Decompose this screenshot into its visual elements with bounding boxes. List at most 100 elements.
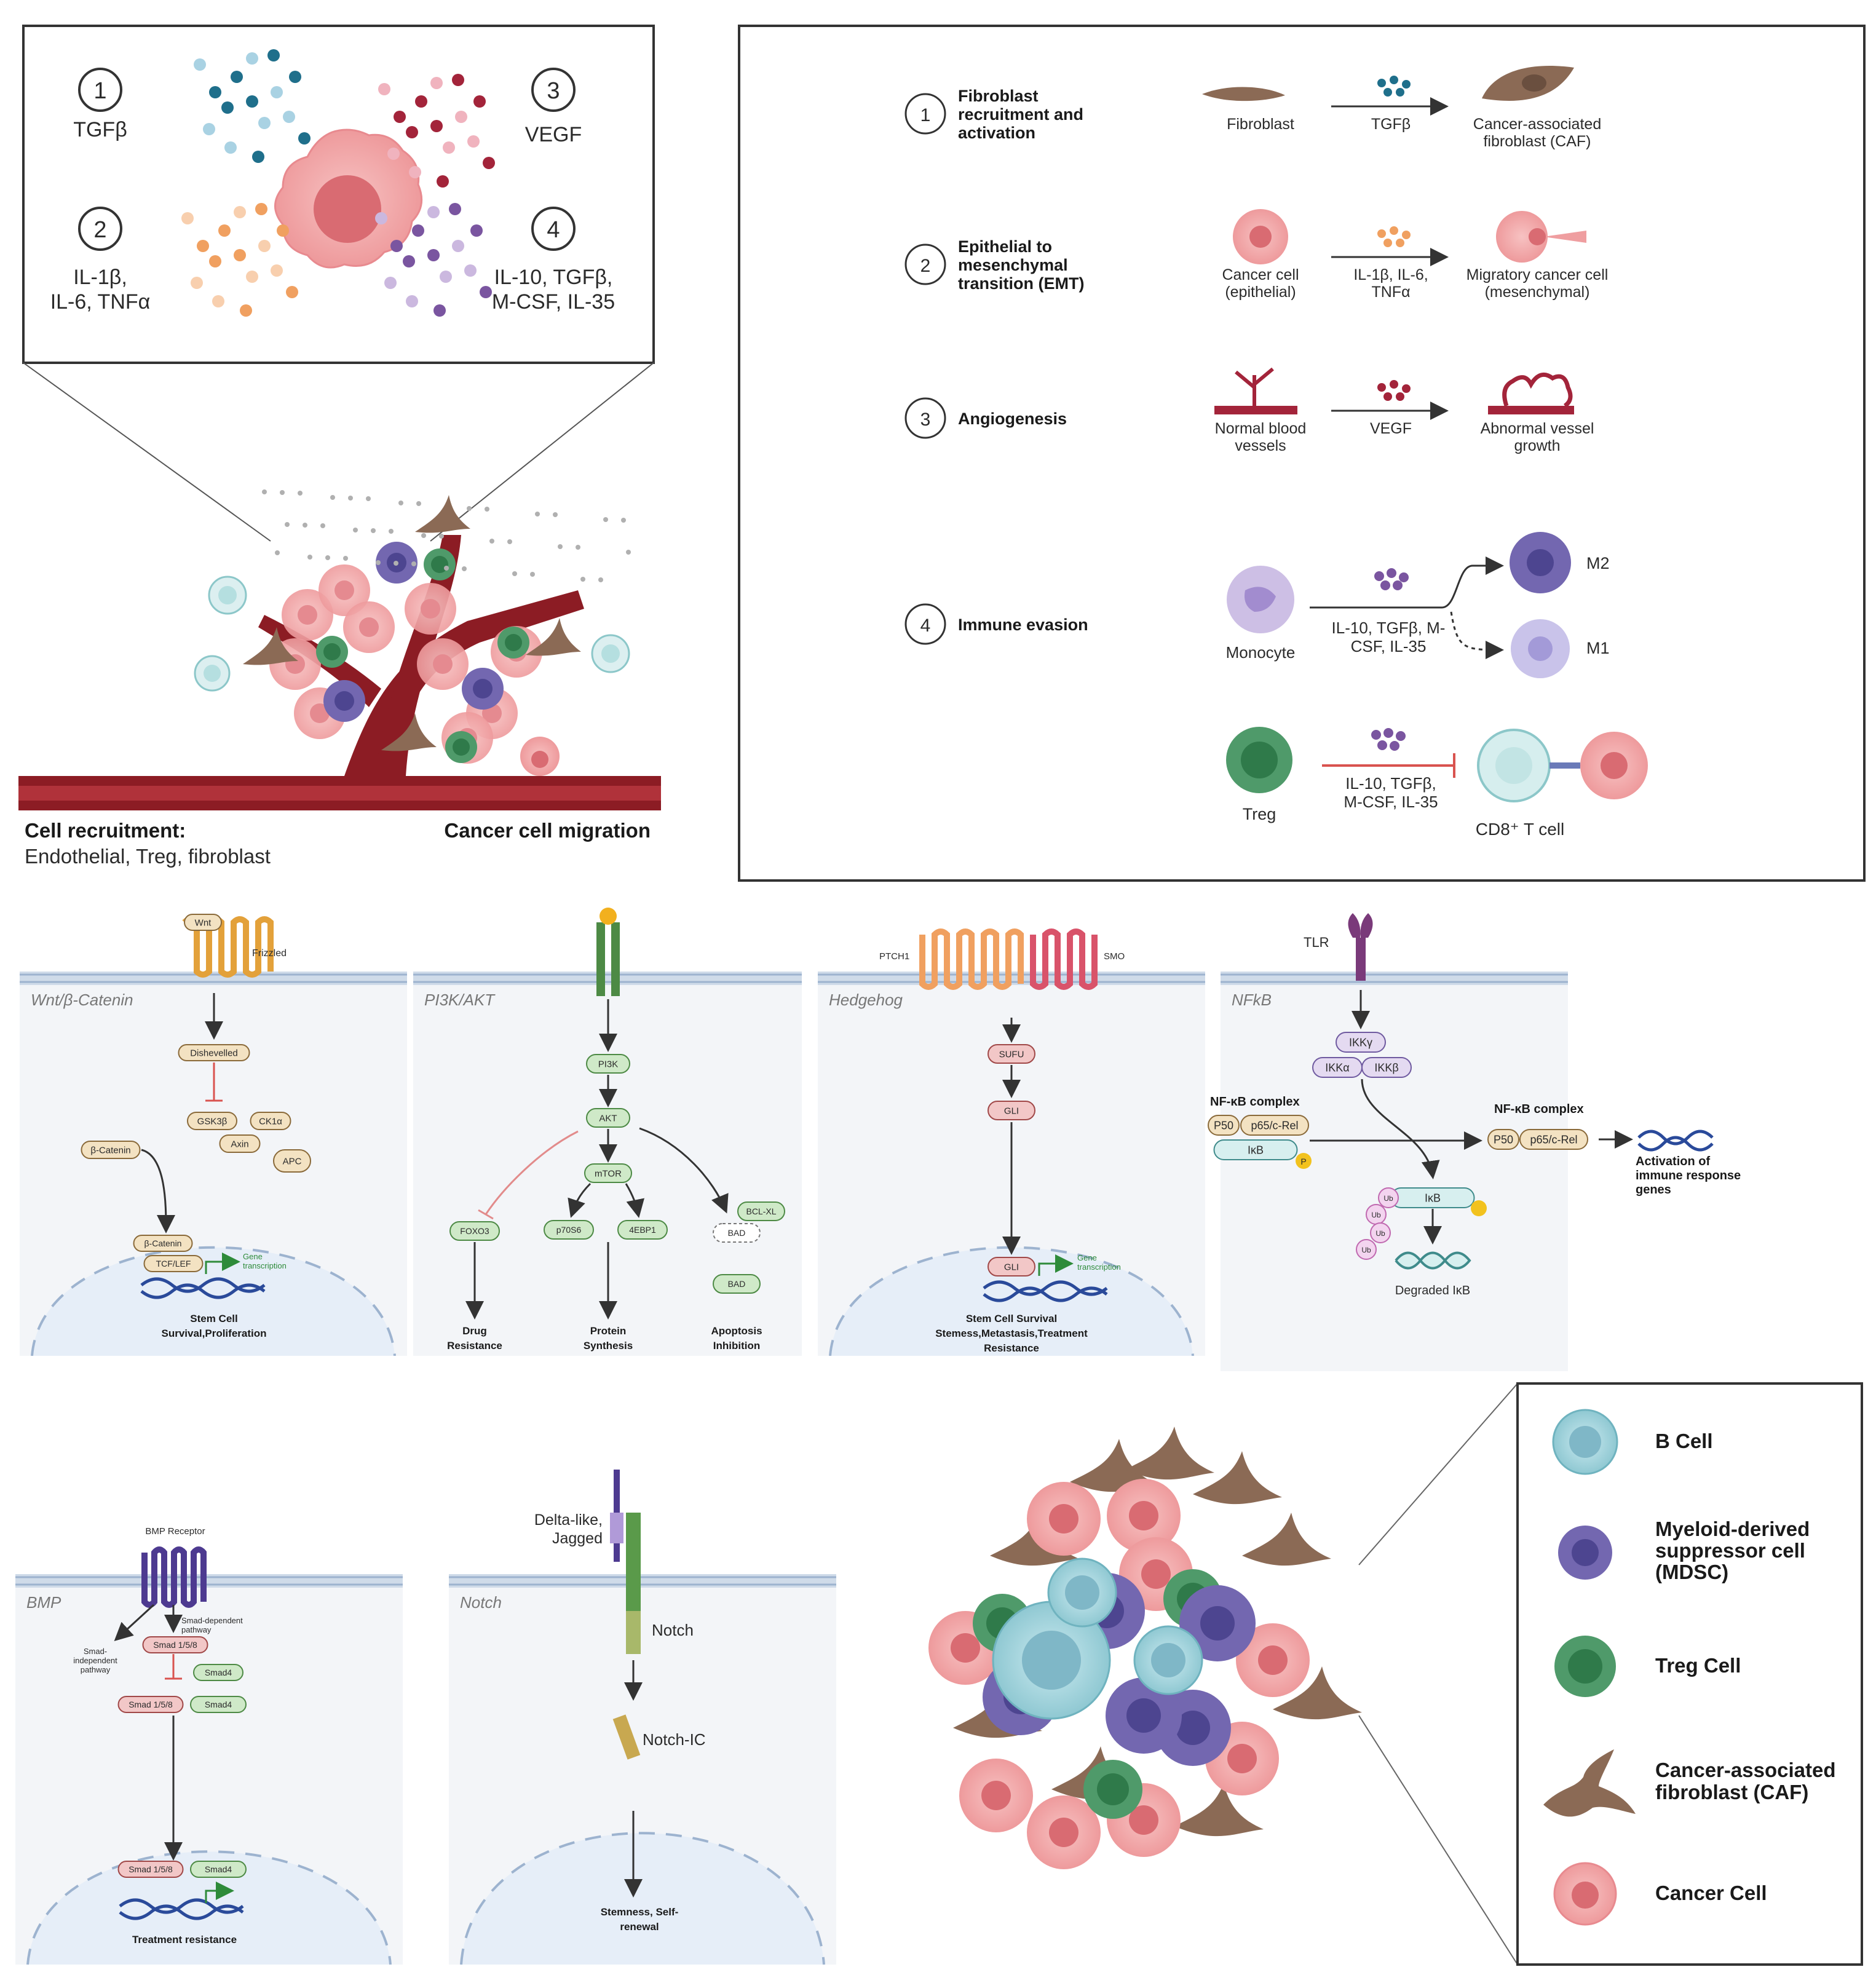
row-mid-label: VEGF (1370, 420, 1412, 437)
cancer-nucleus (334, 580, 354, 600)
dishevelled-label: Dishevelled (190, 1048, 238, 1058)
row-number: 1 (920, 105, 931, 125)
row-right-label: Abnormal vessel (1481, 420, 1594, 437)
m2-label: M2 (1586, 554, 1610, 572)
cytokine-dot (464, 264, 477, 277)
ecm-dot (439, 534, 444, 539)
ubiquitin-icon (1378, 1187, 1399, 1208)
wnt-ligand: Wnt (184, 914, 222, 931)
cytokine-dot (1387, 568, 1396, 578)
row-title: Angiogenesis (958, 410, 1067, 428)
cytokine-dot (1399, 572, 1409, 582)
smad158: Smad 1/5/8 (142, 1636, 208, 1653)
ecm-dot (530, 572, 535, 577)
top-left-panel: 1 TGFβ 2 IL-1β, IL-6, TNFα 3 VEGF 4 IL-1… (18, 25, 661, 868)
foxo3-label: FOXO3 (460, 1226, 489, 1236)
bmp-receptor-label: BMP Receptor (145, 1526, 205, 1537)
row-right-label: Migratory cancer cell (1466, 266, 1609, 283)
row-right-label: (mesenchymal) (1485, 283, 1590, 301)
tcf-lef: TCF/LEF (143, 1255, 204, 1272)
row-left-label: (epithelial) (1225, 283, 1296, 301)
svg-text:1: 1 (93, 78, 106, 104)
outcome: Stemness, Self- (601, 1906, 679, 1918)
gene-label: transcription (1077, 1262, 1121, 1272)
akt-label: AKT (599, 1113, 617, 1123)
4ebp1: 4EBP1 (617, 1220, 668, 1240)
p65: p65/c-Rel (1240, 1115, 1309, 1136)
akt: AKT (586, 1108, 630, 1128)
cytokine-dot (470, 224, 483, 237)
cytokine-dot (191, 277, 203, 289)
notch-stalk (626, 1611, 641, 1654)
ikk-alpha-label: IKKα (1325, 1061, 1349, 1074)
cytokine-dot (181, 212, 194, 224)
gli-label: GLI (1004, 1106, 1019, 1116)
svg-text:IL-10, TGFβ,: IL-10, TGFβ, (494, 266, 613, 289)
cytokine-dot (1377, 383, 1386, 392)
cytokine-dot (406, 295, 418, 307)
cytokine-dot (1383, 392, 1392, 401)
p50: P50 (1208, 1115, 1240, 1136)
wnt-ligand-label: Wnt (195, 917, 212, 928)
svg-text:IL-6, TNFα: IL-6, TNFα (50, 290, 151, 314)
smad4-nuclear: Smad4 (190, 1861, 247, 1878)
dishevelled: Dishevelled (178, 1044, 250, 1061)
cytokine-dot (378, 83, 390, 95)
p65-label: p65/c-Rel (1251, 1119, 1298, 1131)
legend: B Cell Myeloid-derived suppressor cell (… (1516, 1382, 1863, 1966)
cytokine-dot (409, 166, 421, 178)
activation-label: immune response (1636, 1169, 1741, 1182)
degraded-ikb-icon (1395, 1251, 1471, 1270)
ecm-dot (330, 495, 335, 500)
gsk3b-label: GSK3β (197, 1116, 228, 1126)
cytokine-dot (1377, 79, 1386, 87)
caf-cell (1273, 1666, 1362, 1720)
outcome: renewal (620, 1921, 659, 1933)
row-right-label: Cancer-associated (1473, 116, 1601, 133)
ecm-dot (303, 523, 307, 528)
pathways-section: Wnt/β-CateninWntFrizzledDishevelledGSK3β… (15, 908, 1741, 1965)
cytokine-dot (1390, 226, 1398, 235)
ecm-dot (467, 506, 472, 511)
cytokine-dot (473, 95, 486, 108)
tumor-cells (243, 489, 631, 764)
ecm-dot (576, 545, 580, 550)
foxo3: FOXO3 (449, 1221, 500, 1241)
cancer-nucleus (433, 654, 453, 674)
ecm-dot (507, 539, 512, 544)
tcf-lef-label: TCF/LEF (156, 1259, 191, 1269)
ecm-dot (580, 577, 585, 582)
bad: BAD (713, 1274, 761, 1294)
cytokine-dot (277, 224, 289, 237)
gli-nuclear: GLI (987, 1257, 1035, 1276)
ecm-dot (394, 561, 398, 566)
gene-label: Gene (1077, 1253, 1097, 1262)
caf-cell (526, 618, 581, 656)
cytokine-dot (246, 95, 258, 108)
pathway-notch: NotchDelta-like,JaggedNotchNotch-ICStemn… (449, 1470, 836, 1965)
pi3k: PI3K (586, 1054, 630, 1074)
cancer-nucleus (421, 599, 440, 619)
p65-label: p65/c-Rel (1530, 1133, 1577, 1146)
gli-nuclear-label: GLI (1004, 1262, 1019, 1272)
cytokine-dot (267, 49, 280, 61)
cytokine-dot (452, 74, 464, 86)
svg-text:M-CSF, IL-35: M-CSF, IL-35 (1344, 793, 1438, 811)
treg-suppression-row: Treg IL-10, TGFβ, M-CSF, IL-35 CD8⁺ T ce… (1226, 727, 1648, 839)
cytokine-dot (221, 101, 234, 114)
phosphate-icon (1471, 1200, 1487, 1216)
row-right-label: fibroblast (CAF) (1483, 133, 1591, 150)
svg-text:(MDSC): (MDSC) (1655, 1561, 1728, 1583)
outcome: Apoptosis (711, 1325, 762, 1337)
svg-text:2: 2 (93, 217, 106, 243)
mtor-label: mTOR (595, 1168, 622, 1179)
cd8-t-cell (1477, 729, 1648, 802)
cancer-nucleus (310, 703, 330, 723)
cytokine-dot (1383, 88, 1392, 97)
pathway-title: Wnt/β-Catenin (31, 991, 133, 1009)
row-left-label: Cancer cell (1222, 266, 1299, 283)
